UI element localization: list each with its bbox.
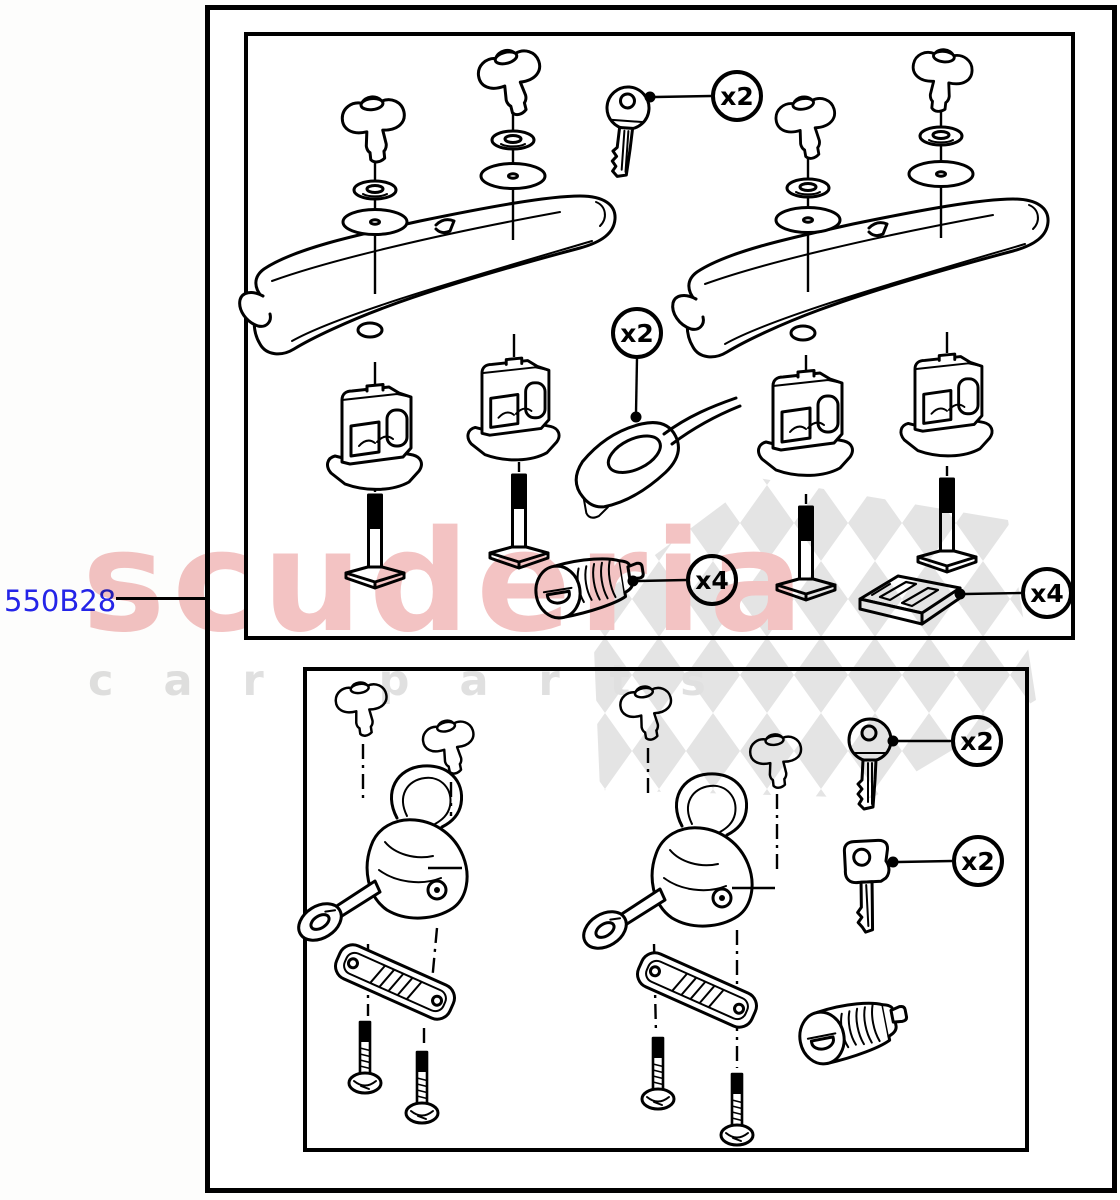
- t-bolt: [488, 473, 550, 570]
- serrated-rail-plate: [329, 938, 461, 1026]
- carriage-bolt: [719, 1072, 755, 1147]
- serrated-rail-plate: [631, 946, 763, 1034]
- callout-label: x2: [620, 318, 654, 348]
- callout-keys-top: x2: [711, 70, 763, 122]
- strap-buckle: [559, 396, 742, 522]
- callout-label: x4: [695, 565, 729, 595]
- callout-label: x2: [960, 726, 994, 756]
- saddle-pad-right: [671, 197, 1050, 359]
- t-bolt: [775, 505, 837, 602]
- wing-knob: [907, 45, 976, 116]
- carriage-bolt: [347, 1020, 383, 1095]
- callout-key-type-1: x2: [951, 715, 1003, 767]
- wing-knob: [418, 714, 483, 780]
- flat-washer: [774, 206, 842, 234]
- rail-adapter-plate: [858, 574, 962, 626]
- carriage-bolt: [640, 1036, 676, 1111]
- callout-rail-adapter-plate: x4: [1021, 567, 1073, 619]
- wing-knob: [747, 730, 807, 792]
- rail-clamp-bracket: [326, 383, 423, 491]
- t-bolt: [916, 477, 978, 574]
- flat-washer: [341, 208, 409, 236]
- wing-knob: [338, 92, 411, 167]
- flat-washer: [479, 162, 547, 190]
- flat-washer: [907, 160, 975, 188]
- callout-strap-buckle: x2: [611, 307, 663, 359]
- part-number-leader-line: [116, 597, 205, 600]
- spring-washer: [352, 179, 398, 201]
- lock-key: [847, 717, 893, 811]
- saddle-pad-left: [238, 194, 617, 356]
- rail-clamp-bracket: [899, 352, 994, 458]
- strap-lock-assembly: [290, 764, 469, 950]
- spring-washer: [918, 125, 964, 147]
- wing-knob: [771, 90, 844, 165]
- callout-key-type-2: x2: [952, 835, 1004, 887]
- lock-key: [600, 84, 652, 180]
- lock-barrel: [530, 549, 650, 623]
- wing-knob: [332, 677, 393, 741]
- part-number-label[interactable]: 550B28: [4, 584, 117, 618]
- callout-label: x4: [1030, 578, 1064, 608]
- callout-label: x2: [961, 846, 995, 876]
- wing-knob: [616, 681, 679, 746]
- callout-lock-barrel: x4: [686, 554, 738, 606]
- t-bolt: [344, 493, 406, 590]
- spring-washer: [490, 129, 536, 151]
- callout-label: x2: [720, 81, 754, 111]
- assembly-leader-lines: [428, 866, 775, 890]
- strap-lock-assembly: [575, 772, 754, 958]
- rail-clamp-bracket: [757, 369, 854, 477]
- wing-knob: [472, 41, 552, 124]
- lock-barrel: [793, 992, 914, 1070]
- spring-washer: [785, 177, 831, 199]
- rail-clamp-bracket: [466, 356, 561, 462]
- carriage-bolt: [404, 1050, 440, 1125]
- lock-key-alt: [842, 838, 894, 935]
